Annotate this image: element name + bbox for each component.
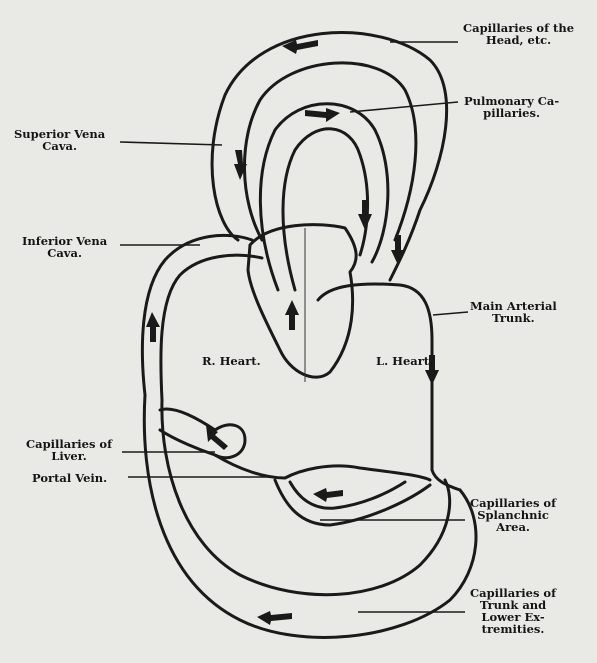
- leader-arterial: [433, 312, 468, 315]
- main-arterial-trunk: [318, 284, 432, 470]
- arrow-heart-entry: [285, 300, 299, 330]
- inner-venous-loop: [161, 255, 262, 400]
- head-circuit-outer: [212, 33, 447, 280]
- label-superior-vena-cava: Superior Vena Cava.: [14, 128, 105, 152]
- label-trunk-capillaries: Capillaries of Trunk and Lower Ex- tremi…: [470, 587, 556, 635]
- arrow-pulmonary: [305, 108, 340, 122]
- label-liver-capillaries: Capillaries of Liver.: [26, 438, 112, 462]
- label-inferior-vena-cava: Inferior Vena Cava.: [22, 235, 107, 259]
- trunk-circuit-inner: [162, 400, 450, 595]
- leader-pulmonary: [350, 102, 458, 112]
- label-splanchnic-capillaries: Capillaries of Splanchnic Area.: [470, 497, 556, 533]
- label-portal-vein: Portal Vein.: [32, 472, 107, 484]
- label-left-heart: L. Heart.: [376, 355, 433, 367]
- label-pulmonary-capillaries: Pulmonary Ca- pillaries.: [464, 95, 559, 119]
- arrow-left-descent: [391, 235, 405, 265]
- arrow-pulmonary-return: [358, 200, 372, 230]
- label-right-heart: R. Heart.: [202, 355, 261, 367]
- label-head-capillaries: Capillaries of the Head, etc.: [463, 22, 574, 46]
- label-main-arterial-trunk: Main Arterial Trunk.: [470, 300, 557, 324]
- trunk-circuit-outer: [144, 395, 476, 637]
- arrow-ivc: [146, 312, 160, 342]
- inferior-vena-cava-loop: [142, 235, 252, 395]
- head-circuit-inner: [244, 63, 415, 240]
- liver-capillary-loop: [160, 409, 245, 458]
- leader-svc: [120, 142, 222, 145]
- splanchnic-inner: [290, 482, 405, 508]
- arrow-splanchnic: [313, 488, 343, 502]
- arrow-trunk: [257, 611, 292, 625]
- splanchnic-loop: [275, 480, 430, 525]
